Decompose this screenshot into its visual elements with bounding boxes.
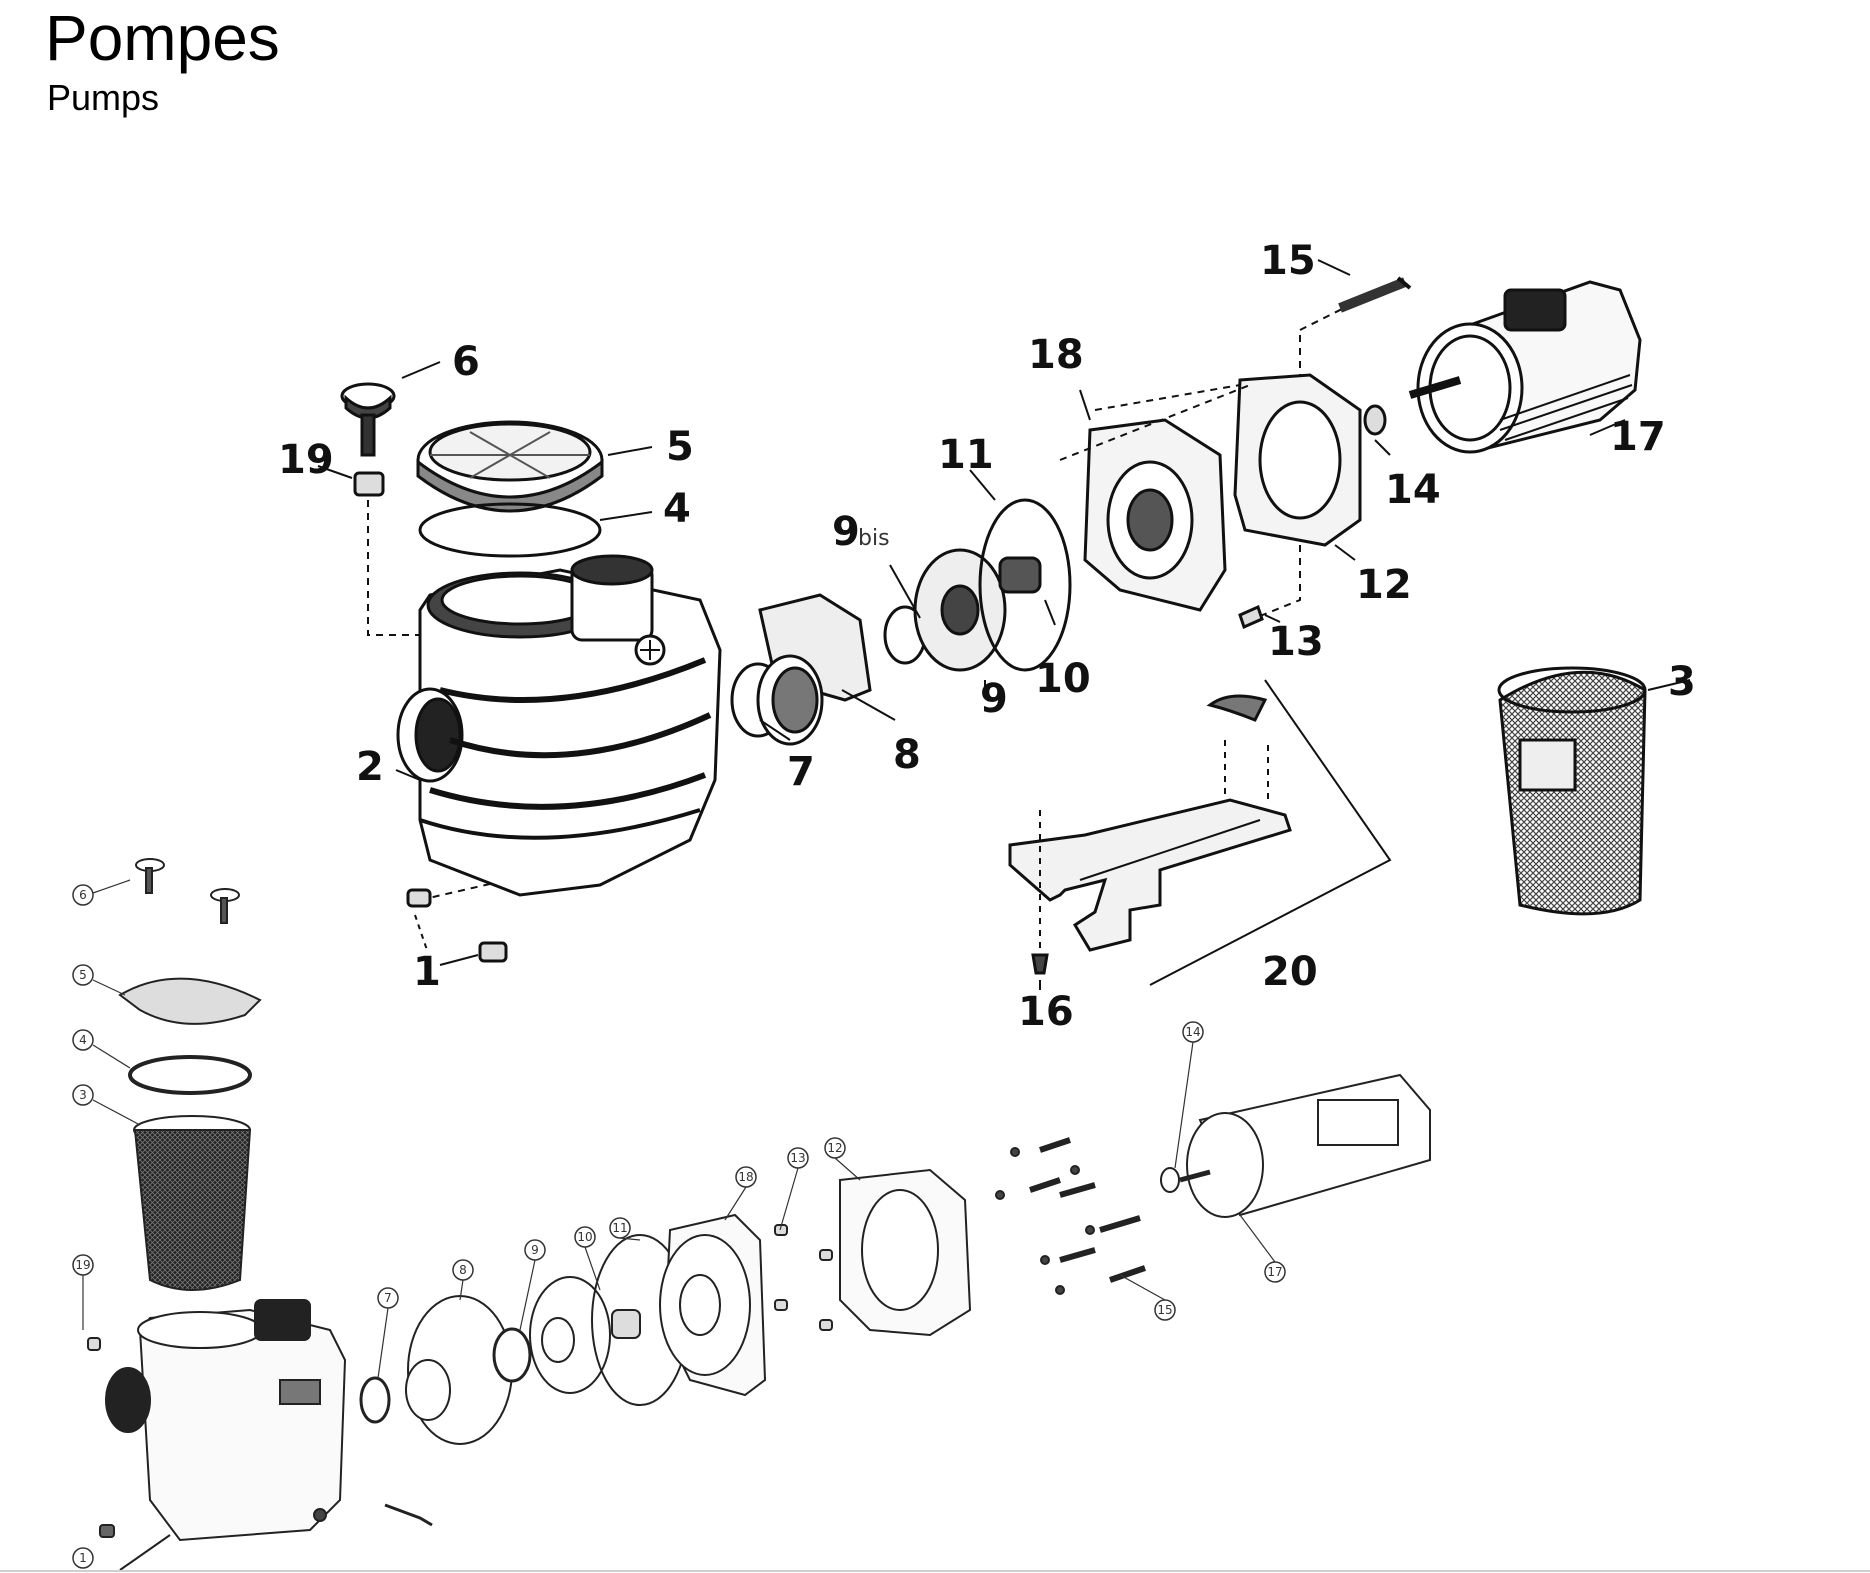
lower-mech-seal-part [611,1309,641,1339]
motor-part [1408,280,1642,454]
lower-callout-8: 8 [459,1263,467,1277]
callout-20: 20 [1262,949,1318,995]
lower-basket-part [133,1115,252,1291]
callout-9bis: 9 [832,509,860,555]
lower-callout-1: 1 [79,1551,87,1565]
lower-motor-bracket-part [839,1168,972,1337]
lower-callout-9: 9 [531,1243,539,1257]
callout-13: 13 [1268,619,1324,665]
lower-callout-17: 17 [1267,1265,1282,1279]
lower-callout-3: 3 [79,1088,87,1102]
lower-callout-7: 7 [384,1291,392,1305]
mechanical-seal-part [998,556,1042,594]
lid-plug-part [353,471,385,497]
callout-5: 5 [666,424,694,470]
diffuser-part [756,593,872,746]
lower-callout-19: 19 [75,1258,90,1272]
pump-base-part [1008,694,1292,952]
lower-seal-ring-part [492,1327,532,1383]
bracket-screw-part [1238,604,1264,630]
callout-1: 1 [413,949,441,995]
callout-15: 15 [1260,238,1316,284]
callout-6: 6 [452,339,480,385]
housing-gasket-part [978,498,1072,672]
callout-16: 16 [1018,989,1074,1035]
pump-lid-part [416,420,604,513]
callout-8: 8 [893,732,921,778]
lower-seal-plate-part [659,1213,767,1397]
lower-callout-5: 5 [79,968,87,982]
drain-plug-lower-part [478,941,508,963]
lower-callout-11: 11 [612,1221,627,1235]
page-title: Pompes [45,2,280,74]
lower-impeller-part [529,1276,611,1394]
lower-drain-plug-part [99,1524,115,1538]
strainer-basket-part [1497,666,1647,916]
impeller-part [913,548,1007,672]
lower-o-ring-part [128,1055,252,1095]
lower-callout-6: 6 [79,888,87,902]
lower-washer-part [1160,1167,1180,1193]
pump-housing-part [396,554,722,897]
lower-callout-18: 18 [738,1170,753,1184]
lower-callouts: 6 5 4 3 19 1 7 8 9 10 11 18 13 12 14 15 … [72,879,1286,1569]
lower-lid-part [118,977,262,1025]
lower-side-plug-part [87,1337,101,1351]
lower-motor-part [1179,1073,1431,1218]
lower-o-ring-7-part [359,1376,391,1424]
lid-o-ring-part [418,502,602,558]
lower-callout-12: 12 [827,1141,842,1155]
callout-19: 19 [278,437,334,483]
lower-bolts-part [774,1137,1146,1331]
callout-10: 10 [1035,656,1091,702]
lid-knob-part [340,382,396,457]
callout-7: 7 [787,749,815,795]
callout-3: 3 [1668,659,1696,705]
lower-housing-part [105,1299,347,1542]
page-subtitle: Pumps [47,77,160,118]
callout-18: 18 [1028,332,1084,378]
drain-plug-part [406,888,432,908]
lower-callout-13: 13 [790,1151,805,1165]
lower-lid-knob-part [135,858,240,924]
page-heading: Pompes Pumps [45,0,280,118]
callout-4: 4 [663,486,691,532]
base-screw-part [1031,953,1049,975]
through-bolt-part [1338,276,1412,313]
callout-9: 9 [980,676,1008,722]
callout-17: 17 [1610,414,1666,460]
callout-2: 2 [356,744,384,790]
callout-11: 11 [938,432,994,478]
lower-diffuser-part [405,1295,513,1445]
motor-washer-part [1363,404,1387,436]
motor-bracket-part [1233,373,1362,547]
lower-callout-15: 15 [1157,1303,1172,1317]
callout-12: 12 [1356,562,1412,608]
lower-callout-4: 4 [79,1033,87,1047]
callout-14: 14 [1385,467,1441,513]
callout-bis: bis [858,526,890,551]
lower-exploded-view [87,858,1431,1571]
lower-callout-14: 14 [1185,1025,1200,1039]
seal-plate-part [1083,418,1227,612]
lower-callout-10: 10 [577,1230,592,1244]
upper-exploded-view [317,259,1691,990]
upper-callouts: 1 2 3 4 5 6 7 8 9 9 bis 10 11 12 13 14 1… [278,238,1696,1035]
bottom-divider [0,1570,1870,1572]
